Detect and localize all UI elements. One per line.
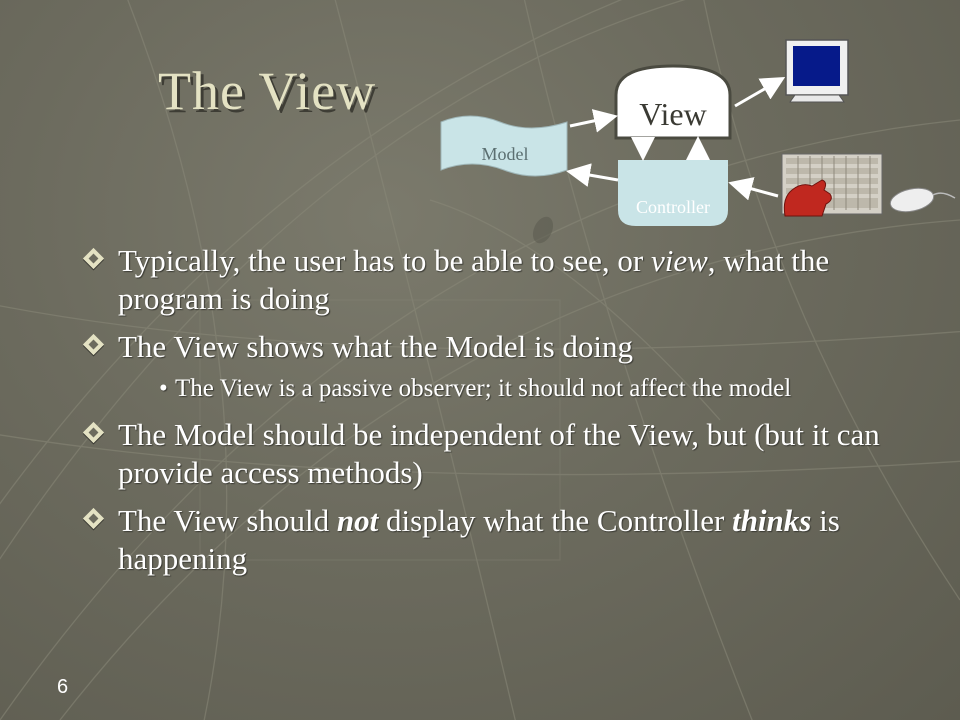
bullet-item: The View shows what the Model is doing — [82, 328, 896, 366]
diamond-bullet-icon — [82, 421, 105, 444]
bullet-text: The Model should be independent of the V… — [118, 417, 880, 490]
slide-title: The View — [158, 61, 377, 121]
view-label: View — [639, 96, 706, 132]
bullet-list: Typically, the user has to be able to se… — [82, 242, 896, 588]
bullet-text: display what the Controller — [378, 503, 733, 538]
arrow-controller-model — [566, 163, 619, 187]
mouse-icon — [889, 187, 956, 213]
mvc-diagram: View Model Controller — [440, 39, 956, 226]
bullet-text: view — [650, 243, 708, 278]
diamond-bullet-icon — [82, 333, 105, 356]
view-box — [614, 64, 732, 140]
arrow-keyboard-controller — [728, 177, 779, 201]
controller-box — [618, 160, 728, 226]
controller-label: Controller — [636, 197, 710, 217]
bullet-item: The View should not display what the Con… — [82, 502, 896, 578]
monitor-icon — [785, 39, 849, 103]
bullet-text: thinks — [732, 503, 812, 538]
sub-bullet-item: • The View is a passive observer; it shou… — [159, 374, 896, 404]
bullet-text: The View should — [118, 503, 337, 538]
bullet-text: Typically, the user has to be able to se… — [118, 243, 651, 278]
arrow-view-monitor — [734, 76, 786, 108]
arrow-model-view — [569, 109, 618, 133]
dot-bullet-icon: • — [159, 375, 168, 402]
bullet-text: , what the program is doing — [118, 243, 830, 316]
keyboard-icon — [781, 153, 883, 217]
bullet-item: Typically, the user has to be able to se… — [82, 242, 896, 318]
diamond-bullet-icon — [82, 507, 105, 530]
bullet-item: The Model should be independent of the V… — [82, 416, 896, 492]
bullet-text: The View is a passive observer; it shoul… — [175, 375, 792, 402]
bullet-text: not — [336, 503, 379, 538]
bullet-text: The View shows what the Model is doing — [118, 329, 634, 364]
model-label: Model — [482, 144, 529, 164]
diamond-bullet-icon — [82, 247, 105, 270]
page-number: 6 — [57, 676, 69, 698]
hand-icon — [783, 179, 832, 217]
bullet-text: is happening — [118, 503, 840, 576]
